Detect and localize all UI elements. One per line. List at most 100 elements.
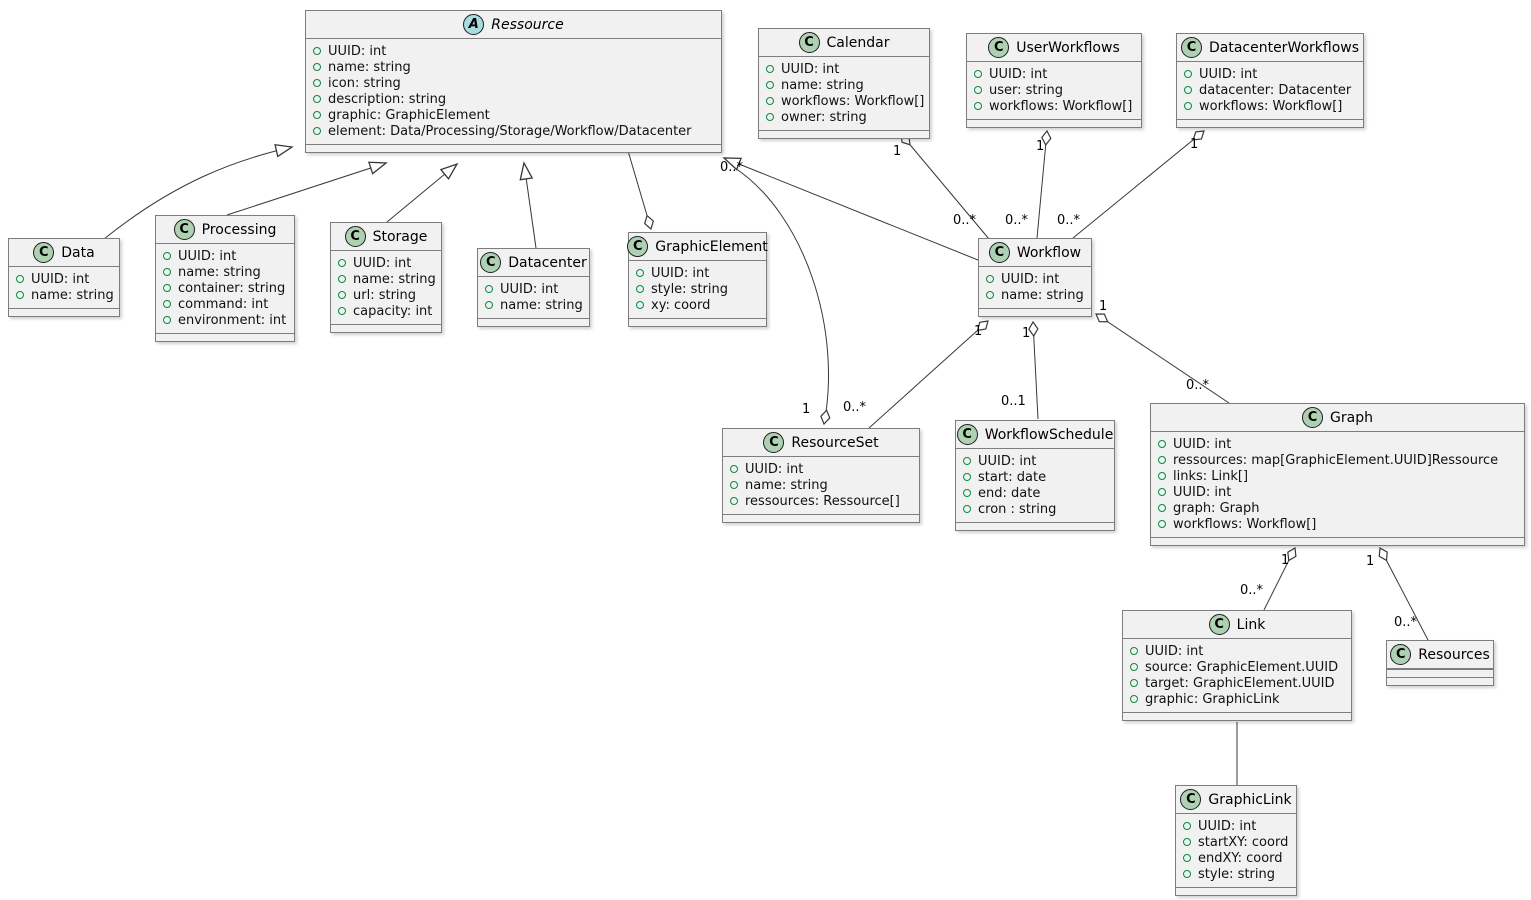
multiplicity-label: 1 (1366, 554, 1375, 569)
field-visibility-icon (1184, 70, 1192, 78)
field-visibility-icon (485, 301, 493, 309)
attribute-row: name: string (313, 59, 714, 75)
attribute-row: workflows: Workflow[] (974, 98, 1134, 114)
attribute-row: UUID: int (1158, 436, 1517, 452)
class-name: WorkflowSchedule (984, 426, 1114, 443)
attribute-row: name: string (338, 271, 436, 287)
attribute-text: target: GraphicElement.UUID (1145, 675, 1335, 691)
field-visibility-icon (1184, 86, 1192, 94)
attribute-text: ressources: map[GraphicElement.UUID]Ress… (1173, 452, 1499, 468)
field-visibility-icon (338, 259, 346, 267)
attribute-text: description: string (328, 91, 447, 107)
attribute-row: endXY: coord (1183, 850, 1289, 866)
multiplicity-label: 1 (974, 324, 983, 339)
attribute-row: graphic: GraphicElement (313, 107, 714, 123)
multiplicity-label: 0..* (843, 400, 867, 415)
multiplicity-label: 0..* (720, 160, 744, 175)
attribute-text: UUID: int (745, 461, 804, 477)
class-name: Link (1236, 616, 1266, 633)
field-visibility-icon (1158, 440, 1166, 448)
multiplicity-label: 1 (802, 402, 811, 417)
edge-storage-extends-ressource-generalization (386, 162, 459, 223)
field-visibility-icon (163, 252, 171, 260)
class-icon: C (1180, 37, 1202, 58)
empty-compartment (1387, 677, 1493, 685)
field-visibility-icon (974, 86, 982, 94)
attribute-text: datacenter: Datacenter (1199, 82, 1352, 98)
attribute-row: UUID: int (963, 453, 1107, 469)
attribute-row: UUID: int (1183, 818, 1289, 834)
attribute-row: workflows: Workflow[] (766, 93, 924, 109)
attribute-text: url: string (353, 287, 417, 303)
empty-compartment (156, 333, 294, 341)
attribute-row: style: string (636, 281, 759, 297)
attribute-text: name: string (328, 59, 411, 75)
abstract-class-icon: A (463, 14, 485, 35)
class-name: Ressource (491, 16, 564, 33)
multiplicity-label: 0..1 (1001, 394, 1026, 409)
attribute-text: name: string (745, 477, 828, 493)
attribute-text: UUID: int (781, 61, 840, 77)
multiplicity-label: 0..* (1186, 378, 1210, 393)
attribute-text: UUID: int (31, 271, 90, 287)
edge-processing-extends-ressource-generalization (226, 161, 388, 216)
class-name: ResourceSet (791, 434, 879, 451)
edge-workflow-graph-aggregation (1096, 314, 1230, 404)
attribute-row: end: date (963, 485, 1107, 501)
attribute-text: name: string (1001, 287, 1084, 303)
empty-compartment (331, 324, 441, 332)
attribute-text: UUID: int (1145, 643, 1204, 659)
attribute-row: graphic: GraphicLink (1130, 691, 1344, 707)
field-visibility-icon (313, 111, 321, 119)
field-visibility-icon (1183, 854, 1191, 862)
edge-datacenterworkflows-workflow-aggregation (1072, 131, 1204, 239)
attribute-text: name: string (500, 297, 583, 313)
class-icon: C (1180, 789, 1202, 810)
field-visibility-icon (636, 285, 644, 293)
attribute-row: UUID: int (485, 281, 582, 297)
attribute-row: workflows: Workflow[] (1158, 516, 1517, 532)
class-icon: C (173, 219, 195, 240)
empty-compartment (1151, 537, 1524, 545)
attribute-row: UUID: int (986, 271, 1084, 287)
attribute-row: name: string (766, 77, 922, 93)
attribute-row: UUID: int (1158, 484, 1517, 500)
attribute-text: graph: Graph (1173, 500, 1260, 516)
attribute-row: datacenter: Datacenter (1184, 82, 1356, 98)
field-visibility-icon (1158, 520, 1166, 528)
multiplicity-label: 0..* (1057, 213, 1081, 228)
field-visibility-icon (16, 275, 24, 283)
attribute-row: name: string (485, 297, 583, 313)
empty-compartment (759, 130, 929, 138)
attribute-row: UUID: int (163, 248, 287, 264)
empty-compartment (478, 318, 589, 326)
attribute-row: links: Link[] (1158, 468, 1517, 484)
empty-compartment (956, 522, 1114, 530)
field-visibility-icon (963, 473, 971, 481)
attribute-row: xy: coord (636, 297, 759, 313)
attribute-row: style: string (1183, 866, 1289, 882)
attribute-row: name: string (16, 287, 114, 303)
field-visibility-icon (1158, 456, 1166, 464)
class-icon: C (763, 432, 785, 453)
multiplicity-label: 1 (1099, 299, 1108, 314)
attribute-row: cron : string (963, 501, 1107, 517)
class-icon: C (1390, 644, 1412, 665)
class-icon: C (1302, 407, 1324, 428)
field-visibility-icon (974, 102, 982, 110)
class-name: Graph (1330, 409, 1373, 426)
attribute-row: UUID: int (16, 271, 112, 287)
attribute-row: command: int (163, 296, 287, 312)
attribute-text: name: string (353, 271, 436, 287)
class-icon: C (988, 37, 1010, 58)
attribute-text: workflows: Workflow[] (1173, 516, 1317, 532)
edge-ressource-graphicelement-aggregation (625, 143, 651, 229)
